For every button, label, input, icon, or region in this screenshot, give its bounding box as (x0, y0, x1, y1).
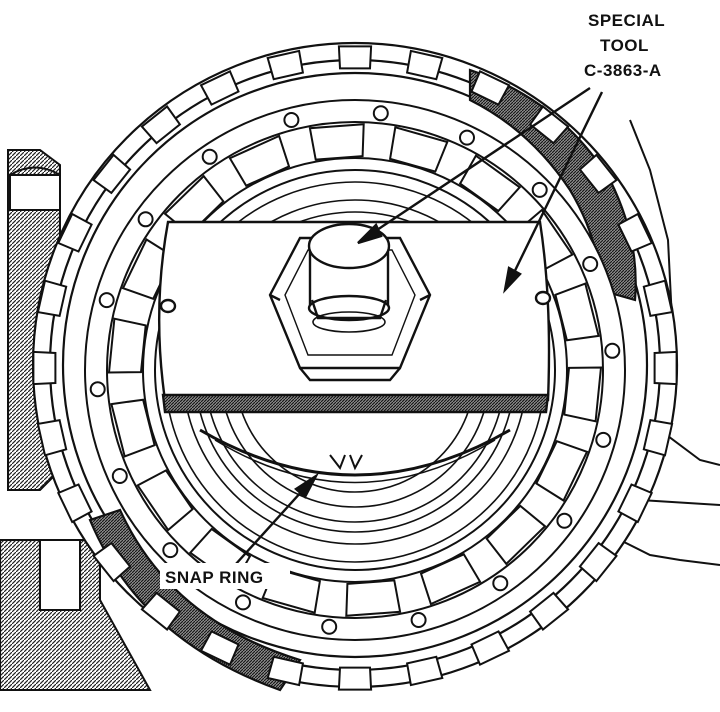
rim-notch (528, 591, 570, 631)
snap-ring (199, 428, 511, 484)
left-case-housing (0, 149, 152, 691)
clutch-ring-tab (531, 181, 548, 198)
rim-notch (36, 418, 68, 457)
clutch-ring-slot (458, 154, 522, 213)
clutch-ring-slot (107, 317, 147, 374)
rim-notch (617, 483, 654, 524)
clutch-ring-tab (111, 468, 128, 484)
clutch-ring-lugs (89, 105, 621, 635)
rim-notch (405, 655, 444, 687)
rim-notch (140, 591, 182, 631)
rim-notch (140, 105, 182, 145)
clutch-ring-tab (604, 342, 621, 359)
compressor-plate (157, 220, 552, 414)
snap-ring-leader (234, 479, 313, 566)
clutch-ring-tab (201, 148, 218, 165)
rim-notch (642, 418, 674, 457)
rim-notch (653, 350, 678, 386)
clutch-ring-tab (595, 431, 612, 448)
clutch-ring-slot (419, 553, 482, 606)
tool-label-line2: TOOL (600, 36, 649, 55)
clutch-ring-slot (485, 504, 547, 566)
rim-notch (578, 541, 618, 583)
rim-notch (199, 630, 240, 667)
rim-notch (36, 279, 68, 318)
tool-leader-to-bolt (361, 87, 591, 241)
clutch-ring-tab (492, 575, 509, 592)
rim-notch (470, 69, 511, 106)
rim-notch (337, 45, 373, 70)
rim-notch (642, 279, 674, 318)
rim-notch (470, 630, 511, 667)
rim-notch (199, 69, 240, 106)
clutch-ring-tab (235, 594, 251, 611)
rim-notch (266, 655, 305, 687)
clutch-ring-slot (308, 123, 365, 161)
tool-label-line1: SPECIAL (588, 11, 665, 30)
clutch-ring-tab (137, 211, 154, 228)
clutch-ring-slot (554, 282, 600, 342)
rim-notch (32, 350, 57, 386)
arrowhead-plate (503, 266, 522, 294)
rim-notch (337, 666, 373, 691)
clutch-ring-tab (582, 256, 599, 272)
rim-notch (92, 541, 132, 583)
tool-leader-to-plate (506, 91, 604, 286)
tool-label-line3: C-3863-A (584, 61, 662, 80)
housing-rim-notches (32, 45, 678, 691)
clutch-ring-tab (162, 542, 179, 559)
rim-notch (617, 212, 654, 253)
clutch-ring-slot (388, 126, 449, 173)
rim-notch (92, 153, 132, 195)
clutch-ring-tab (321, 618, 338, 635)
clutch-ring-tab (372, 105, 389, 122)
clutch-ring-slot (228, 134, 291, 187)
clutch-ring-slot (345, 579, 402, 617)
rim-notch (56, 483, 93, 524)
rim-notch (405, 49, 444, 81)
clutch-ring-tab (98, 292, 115, 309)
snap-ring-label: SNAP RING (165, 568, 264, 587)
rim-notch (578, 153, 618, 195)
clutch-ring-slot (535, 439, 589, 502)
clutch-ring-tab (410, 612, 427, 628)
rim-notch (266, 49, 305, 81)
rim-notch (56, 212, 93, 253)
clutch-ring-slot (563, 366, 603, 423)
clutch-ring-tab (89, 381, 106, 398)
leader-arrows (234, 87, 604, 566)
clutch-ring-tab (556, 512, 573, 529)
arrowhead-bolt (357, 222, 383, 245)
clutch-ring-slot (110, 398, 156, 458)
clutch-ring-slot (163, 174, 225, 236)
tool-bolt (307, 222, 391, 333)
arrowhead-snap-ring (294, 472, 320, 499)
clutch-ring-tab (459, 129, 475, 146)
clutch-ring-slot (136, 469, 194, 532)
rim-notch (528, 105, 570, 145)
clutch-ring-tab (283, 112, 300, 128)
